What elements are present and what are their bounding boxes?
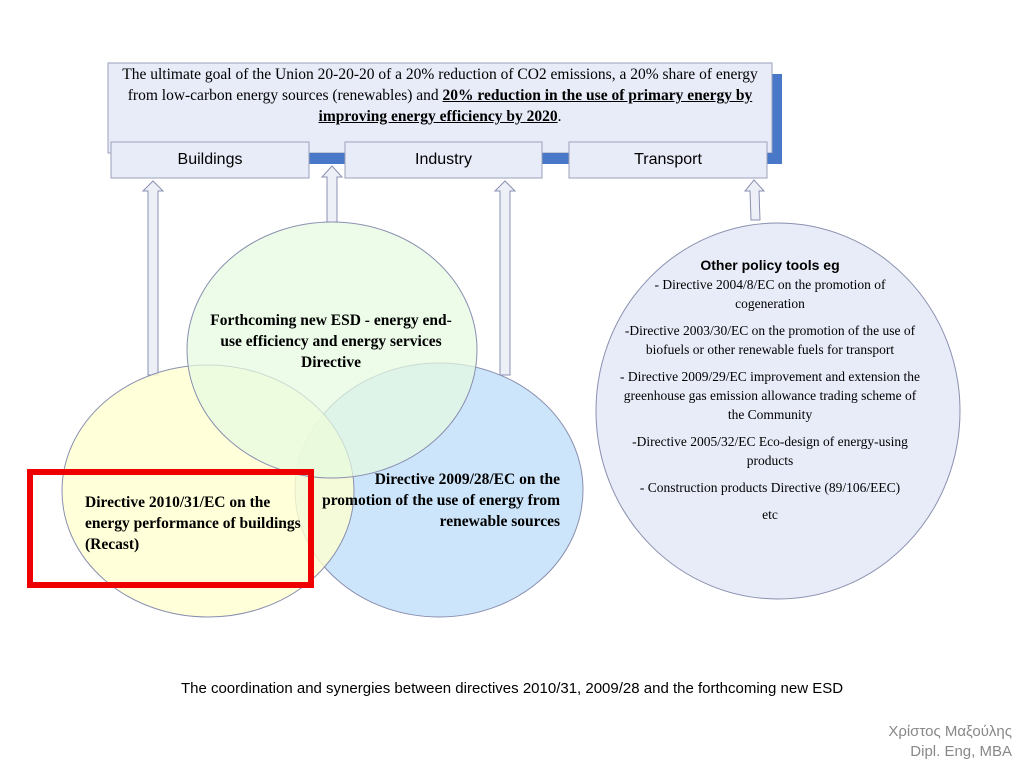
other-tools-item: -Directive 2005/32/EC Eco-design of ener… bbox=[632, 434, 908, 468]
goal-text-plain: The ultimate goal of the Union 20-20-20 … bbox=[122, 66, 758, 104]
other-tools-item: - Directive 2009/29/EC improvement and e… bbox=[620, 369, 920, 422]
transport-box bbox=[568, 141, 768, 179]
author-name: Χρίστος Μαξούλης bbox=[888, 723, 1012, 740]
goal-box bbox=[107, 62, 773, 154]
other-tools-item: - Directive 2004/8/EC on the promotion o… bbox=[654, 277, 886, 311]
other-tools-item: -Directive 2003/30/EC on the promotion o… bbox=[624, 323, 916, 357]
industry-box bbox=[344, 141, 543, 179]
author-title: Dipl. Eng, MBA bbox=[910, 743, 1012, 760]
arrow-to-transport bbox=[743, 179, 766, 221]
highlight-frame bbox=[27, 469, 314, 588]
other-tools-circle bbox=[595, 222, 961, 600]
arrow-to-industry-from-res bbox=[493, 180, 517, 376]
esd-label: Forthcoming new ESD - energy end-use eff… bbox=[210, 312, 452, 371]
buildings-box bbox=[110, 141, 310, 179]
epbd-label: Directive 2010/31/EC on the energy perfo… bbox=[85, 494, 301, 553]
sector-industry: Industry bbox=[415, 151, 472, 168]
other-tools: Other policy tools eg - Directive 2004/8… bbox=[620, 256, 920, 532]
other-tools-item: etc bbox=[762, 507, 778, 522]
sector-transport: Transport bbox=[634, 151, 702, 168]
arrow-to-industry bbox=[320, 165, 344, 223]
caption: The coordination and synergies between d… bbox=[180, 680, 844, 697]
other-tools-item: - Construction products Directive (89/10… bbox=[639, 480, 901, 495]
goal-text-emphasis: 20% reduction in the use of primary ener… bbox=[318, 87, 753, 125]
author-block: Χρίστος Μαξούλης Dipl. Eng, MBA bbox=[888, 722, 1012, 762]
goal-text-end: . bbox=[557, 108, 562, 125]
esd-circle bbox=[186, 221, 478, 479]
res-label: Directive 2009/28/EC on the promotion of… bbox=[322, 471, 560, 530]
other-tools-title: Other policy tools eg bbox=[700, 257, 840, 273]
arrow-to-buildings bbox=[141, 180, 165, 376]
sector-buildings: Buildings bbox=[177, 151, 243, 168]
goal-text: The ultimate goal of the Union 20-20-20 … bbox=[112, 64, 768, 127]
